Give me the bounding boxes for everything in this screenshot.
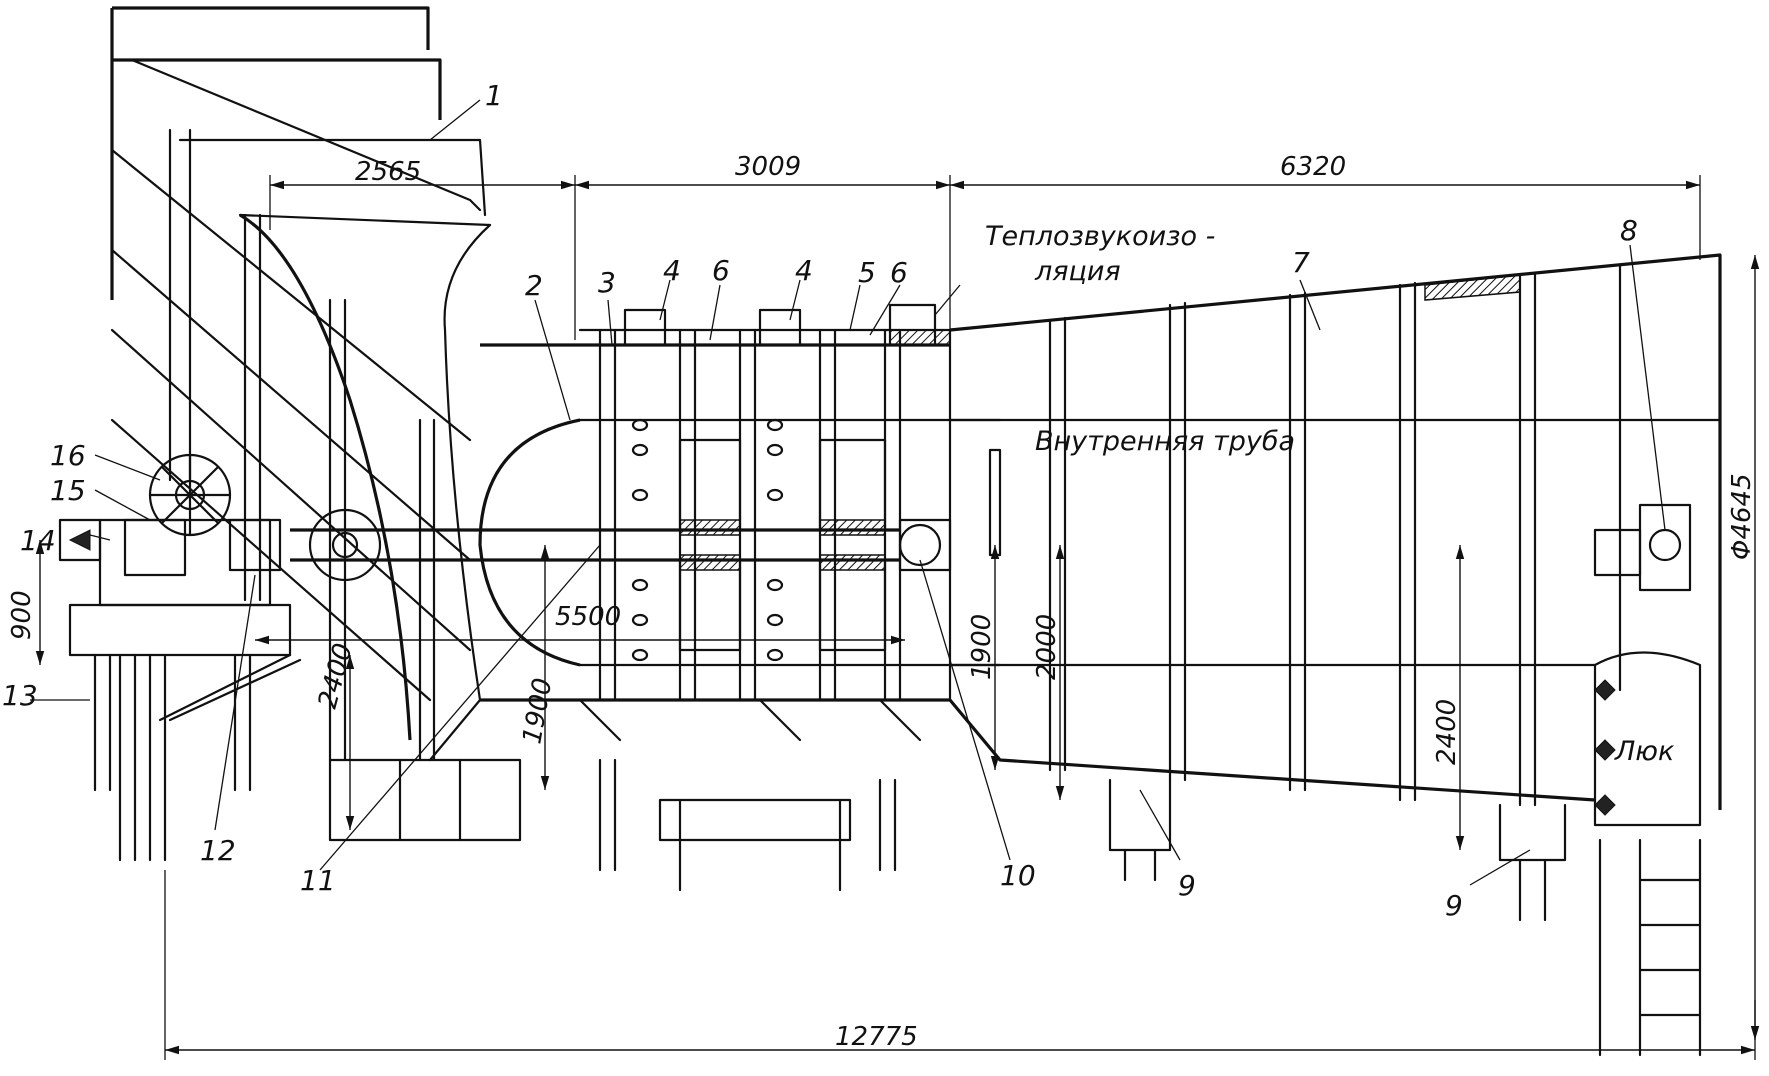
motor-unit	[58, 453, 382, 862]
callout-9b: 9	[1445, 889, 1463, 922]
callout-8: 8	[1620, 214, 1638, 247]
callout-numbers: 1 2 3 4 4 5 6 6 7 8 9 9 10 11 12 13 14 1…	[2, 79, 1638, 922]
callout-2: 2	[525, 269, 543, 302]
callout-9a: 9	[1178, 869, 1196, 902]
callout-3: 3	[598, 266, 616, 299]
dim-2400-right: 2400	[1432, 699, 1462, 765]
rivet-dots	[631, 418, 784, 662]
inner-pipe-label: Внутренняя труба	[1035, 426, 1295, 457]
dim-5500: 5500	[555, 602, 621, 632]
dimension-values: 2565 3009 6320 12775 900 2400 5500 1900 …	[7, 152, 1757, 1052]
inlet-hood	[110, 6, 522, 842]
leader-lines	[30, 99, 1666, 886]
callout-14: 14	[20, 524, 56, 557]
dim-2565: 2565	[355, 157, 421, 187]
dimension-lines	[35, 175, 1760, 1060]
callout-6a: 6	[712, 254, 730, 287]
diffuser-cone	[889, 253, 1722, 1057]
impeller-section	[478, 303, 1002, 892]
callout-4b: 4	[795, 254, 813, 287]
callout-11: 11	[300, 864, 336, 897]
dim-phi4645: Φ4645	[1727, 473, 1757, 560]
callout-4a: 4	[663, 254, 681, 287]
callout-7: 7	[1292, 246, 1310, 279]
dim-3009: 3009	[735, 152, 801, 182]
dim-12775: 12775	[835, 1022, 918, 1052]
callout-1: 1	[485, 79, 503, 112]
insulation-label-line2: ляция	[1034, 256, 1121, 287]
callout-13: 13	[2, 679, 38, 712]
dim-2400-left: 2400	[313, 640, 359, 712]
callout-15: 15	[50, 474, 86, 507]
callout-10: 10	[1000, 859, 1036, 892]
dim-2000: 2000	[1032, 614, 1062, 680]
callout-16: 16	[50, 439, 86, 472]
callout-6b: 6	[890, 256, 908, 289]
text-labels: Теплозвукоизо - ляция Внутренняя труба Л…	[985, 221, 1675, 767]
dim-1900-a: 1900	[517, 676, 558, 746]
dim-6320: 6320	[1280, 152, 1346, 182]
callout-12: 12	[200, 834, 236, 867]
callout-5: 5	[858, 256, 876, 289]
dim-1900-b: 1900	[967, 614, 997, 680]
dim-900: 900	[7, 590, 37, 640]
hatch-label: Люк	[1614, 736, 1675, 767]
insulation-label-line1: Теплозвукоизо -	[985, 221, 1215, 252]
